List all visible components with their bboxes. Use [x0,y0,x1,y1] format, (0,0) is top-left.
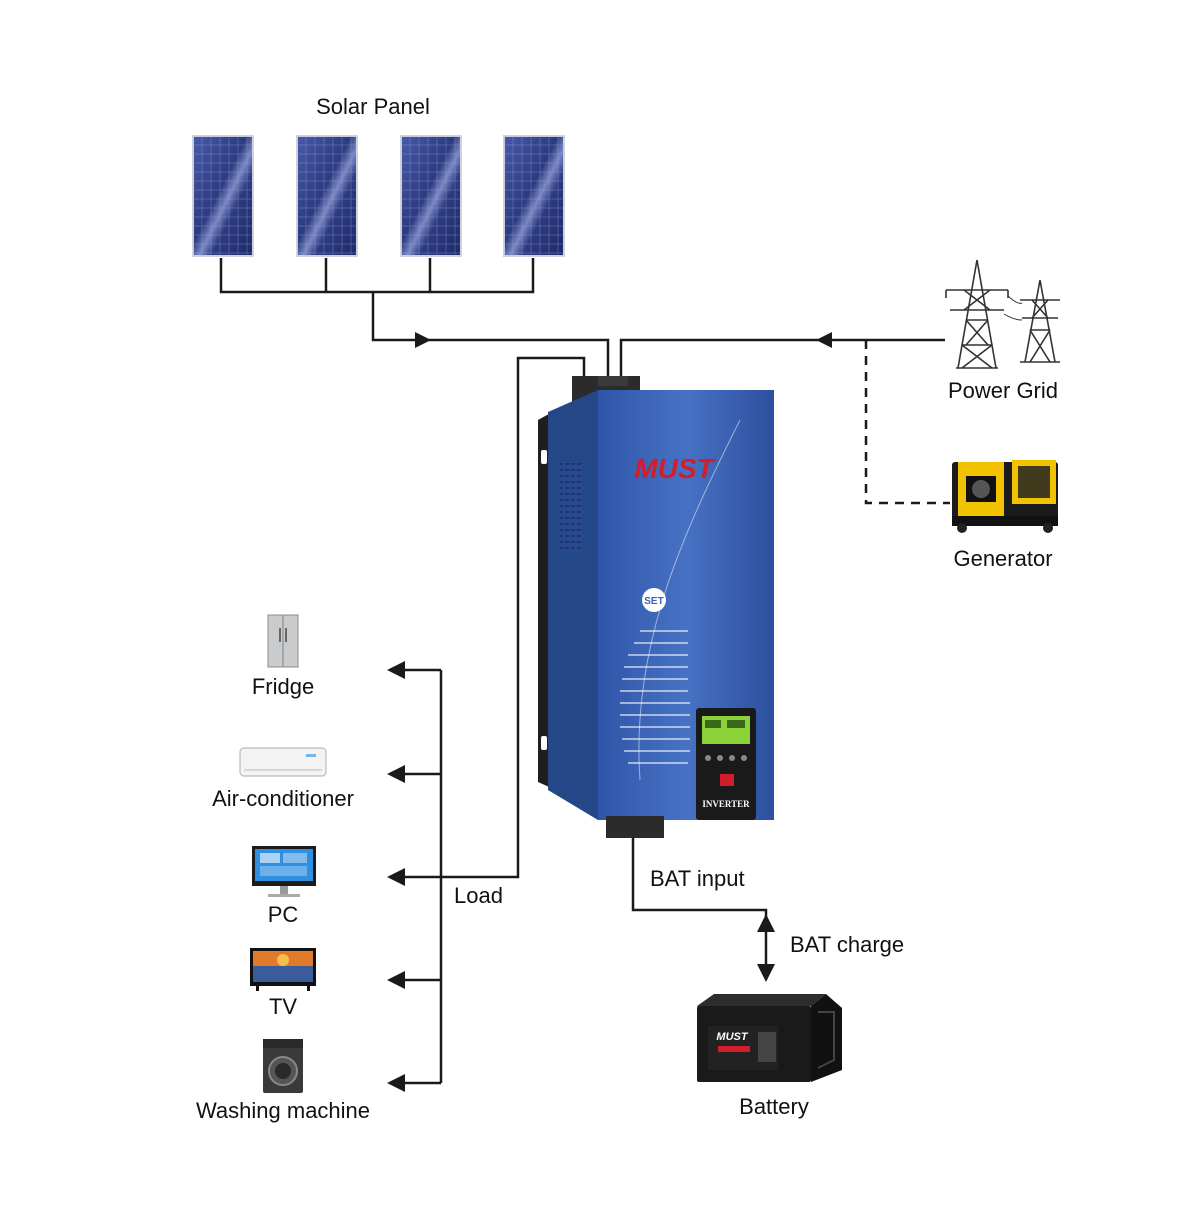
pc-arrow [387,868,405,886]
flow-arrows [387,332,832,1092]
power-grid-towers [945,259,1060,369]
inverter-unit: SET MUST INVERTER [538,376,774,838]
bat-charge-down-arrow [757,964,775,982]
solar-panel [400,135,462,257]
inverter-model-label: INVERTER [702,799,750,809]
fridge-arrow [387,661,405,679]
fridge-icon [267,614,299,668]
battery-unit: MUST [697,994,842,1082]
washing-machine-icon [263,1039,303,1093]
fridge-label: Fridge [251,674,315,699]
settings-text-lines [620,630,690,764]
air-conditioner-label: Air-conditioner [212,786,354,811]
solar-panel-label: Solar Panel [316,94,430,119]
solar-flow-arrow [415,332,431,348]
pc-icon [252,846,316,897]
battery-brand-logo: MUST [716,1031,748,1043]
grid-flow-arrow [816,332,832,348]
bat-charge-up-arrow [757,914,775,932]
generator-label: Generator [953,546,1053,571]
power-switch [720,774,734,786]
generator-unit [952,460,1058,533]
set-button-text: SET [644,596,663,607]
ac-arrow [387,765,405,783]
power-grid-label: Power Grid [947,378,1059,403]
solar-panel [503,135,565,257]
solar-panel-array [192,135,565,257]
tv-arrow [387,971,405,989]
load-label: Load [454,883,503,908]
inverter-brand-logo: MUST [634,453,716,484]
washer-arrow [387,1074,405,1092]
solar-panel [296,135,358,257]
battery-label: Battery [739,1094,809,1119]
tv-label: TV [268,994,298,1019]
bat-charge-label: BAT charge [790,932,905,957]
tv-icon [250,948,316,991]
transmission-tower-small [1020,279,1060,363]
air-conditioner-icon [239,747,327,777]
washing-machine-label: Washing machine [195,1098,371,1123]
solar-panel [192,135,254,257]
bat-input-label: BAT input [650,866,745,891]
transmission-tower-large [945,259,1009,369]
set-button-icon [642,588,666,612]
pc-label: PC [267,902,299,927]
